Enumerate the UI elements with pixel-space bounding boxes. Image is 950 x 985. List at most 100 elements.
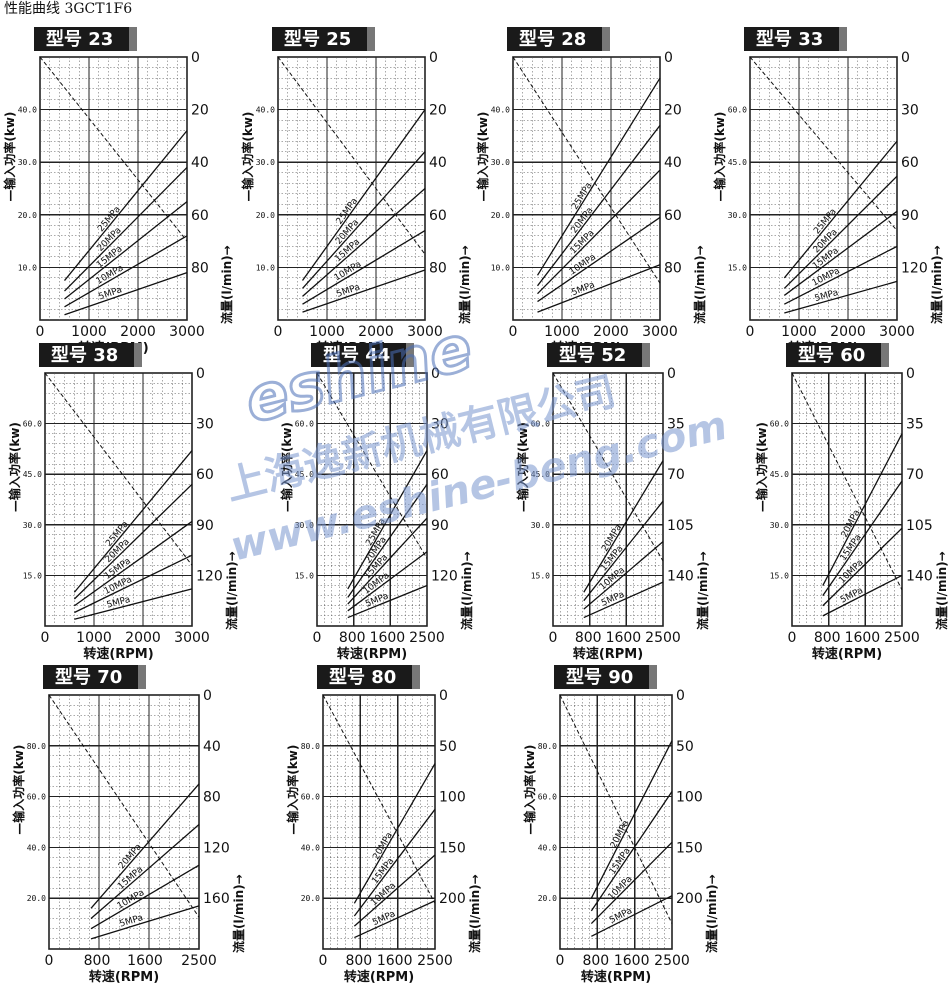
model-badge-shade [367, 27, 375, 51]
x-tick-label: 3000 [169, 324, 205, 340]
x-tick-label: 1000 [544, 324, 580, 340]
series-line-5mpa [591, 895, 673, 937]
x-tick-label: 1600 [845, 630, 881, 646]
y-left-axis-label: —输入功率(kw) [2, 112, 17, 202]
flow-line [512, 56, 661, 284]
model-badge-label: 型号 44 [323, 344, 390, 366]
y-left-tick-label: 45.0 [728, 158, 747, 167]
x-tick-label: 1600 [127, 953, 163, 969]
y-left-tick-label: 15.0 [770, 571, 789, 580]
series-line-20mpa [583, 460, 664, 593]
model-badge-shade [406, 343, 414, 367]
chart-grid [552, 372, 664, 627]
y-left-axis-label: —输入功率(kw) [475, 112, 490, 202]
y-right-tick-label: 200 [676, 891, 703, 907]
y-left-tick-label: 80.0 [27, 742, 46, 751]
y-right-tick-label: 90 [431, 518, 449, 534]
flow-line [44, 372, 193, 566]
y-right-tick-label: 0 [664, 50, 673, 66]
y-left-tick-label: 10.0 [256, 263, 275, 272]
series-line-10mpa [537, 216, 661, 303]
x-tick-label: 800 [582, 953, 609, 969]
y-left-tick-label: 10.0 [491, 263, 510, 272]
y-right-tick-label: 30 [431, 417, 449, 433]
y-right-tick-label: 105 [667, 518, 694, 534]
y-right-tick-label: 60 [196, 467, 214, 483]
y-right-tick-label: 140 [667, 568, 694, 584]
series-line-10mpa [302, 230, 426, 305]
series-line-5mpa [64, 272, 188, 316]
x-axis-label: 转速(RPM) [83, 646, 153, 662]
y-left-tick-label: 60.0 [531, 420, 550, 429]
y-left-tick-label: 40.0 [27, 843, 46, 852]
plot-frame [559, 694, 673, 950]
x-tick-label: 2500 [884, 630, 920, 646]
y-right-tick-label: 80 [429, 260, 447, 276]
series-line-5mpa [583, 581, 664, 619]
plot-frame [322, 694, 436, 950]
series-line-25mpa [63, 130, 188, 281]
x-tick-label: 0 [313, 630, 322, 646]
x-tick-label: 2500 [417, 953, 453, 969]
x-tick-label: 0 [274, 324, 283, 340]
x-tick-label: 0 [746, 324, 755, 340]
y-right-tick-label: 30 [196, 417, 214, 433]
series-line-15mpa [822, 480, 903, 597]
series-line-10mpa [784, 245, 898, 305]
y-left-tick-label: 40.0 [18, 106, 37, 115]
y-left-axis-label: —输入功率(kw) [240, 112, 255, 202]
model-badge-shade [839, 27, 847, 51]
y-right-tick-label: 100 [676, 790, 703, 806]
x-tick-label: 1000 [309, 324, 345, 340]
y-left-tick-label: 60.0 [23, 420, 42, 429]
model-badge-label: 型号 52 [559, 344, 626, 366]
x-tick-label: 800 [814, 630, 841, 646]
y-right-tick-label: 60 [191, 208, 209, 224]
model-badge [43, 665, 138, 689]
series-line-20mpa [64, 167, 188, 292]
x-axis-label: 转速(RPM) [89, 969, 159, 985]
y-left-tick-label: 40.0 [256, 106, 275, 115]
model-badge [39, 343, 134, 367]
model-badge-shade [602, 27, 610, 51]
plot-frame [552, 372, 664, 627]
x-tick-label: 1600 [614, 953, 650, 969]
y-right-tick-label: 70 [906, 467, 924, 483]
y-right-axis-label: 流量(l/min)→ [695, 551, 710, 630]
y-right-axis-label: 流量(l/min)→ [929, 245, 944, 324]
x-tick-label: 0 [788, 630, 797, 646]
chart-grid [322, 694, 436, 950]
x-tick-label: 1000 [781, 324, 817, 340]
x-tick-label: 2000 [830, 324, 866, 340]
chart-grid [39, 56, 188, 321]
chart-grid [48, 694, 200, 950]
x-tick-label: 0 [319, 953, 328, 969]
y-left-tick-label: 20.0 [27, 894, 46, 903]
y-right-tick-label: 150 [676, 840, 703, 856]
model-badge [317, 665, 412, 689]
y-right-tick-label: 30 [901, 103, 919, 119]
y-right-tick-label: 0 [196, 366, 205, 382]
chart-grid [44, 372, 193, 627]
series-line-10mpa [583, 541, 664, 610]
y-left-tick-label: 60.0 [27, 793, 46, 802]
x-tick-label: 0 [549, 630, 558, 646]
y-right-tick-label: 35 [906, 417, 924, 433]
y-right-axis-label: 流量(l/min)→ [467, 874, 482, 953]
y-left-tick-label: 80.0 [538, 742, 557, 751]
model-badge-shade [412, 665, 420, 689]
chart-grid [749, 56, 898, 321]
model-badge [744, 27, 839, 51]
y-right-tick-label: 60 [901, 155, 919, 171]
y-right-tick-label: 20 [664, 103, 682, 119]
y-right-tick-label: 0 [676, 688, 685, 704]
x-tick-label: 1600 [606, 630, 642, 646]
y-left-tick-label: 20.0 [538, 894, 557, 903]
flow-line [316, 372, 428, 559]
series-line-20mpa [822, 433, 903, 586]
flow-line [559, 694, 673, 924]
y-left-tick-label: 60.0 [295, 420, 314, 429]
